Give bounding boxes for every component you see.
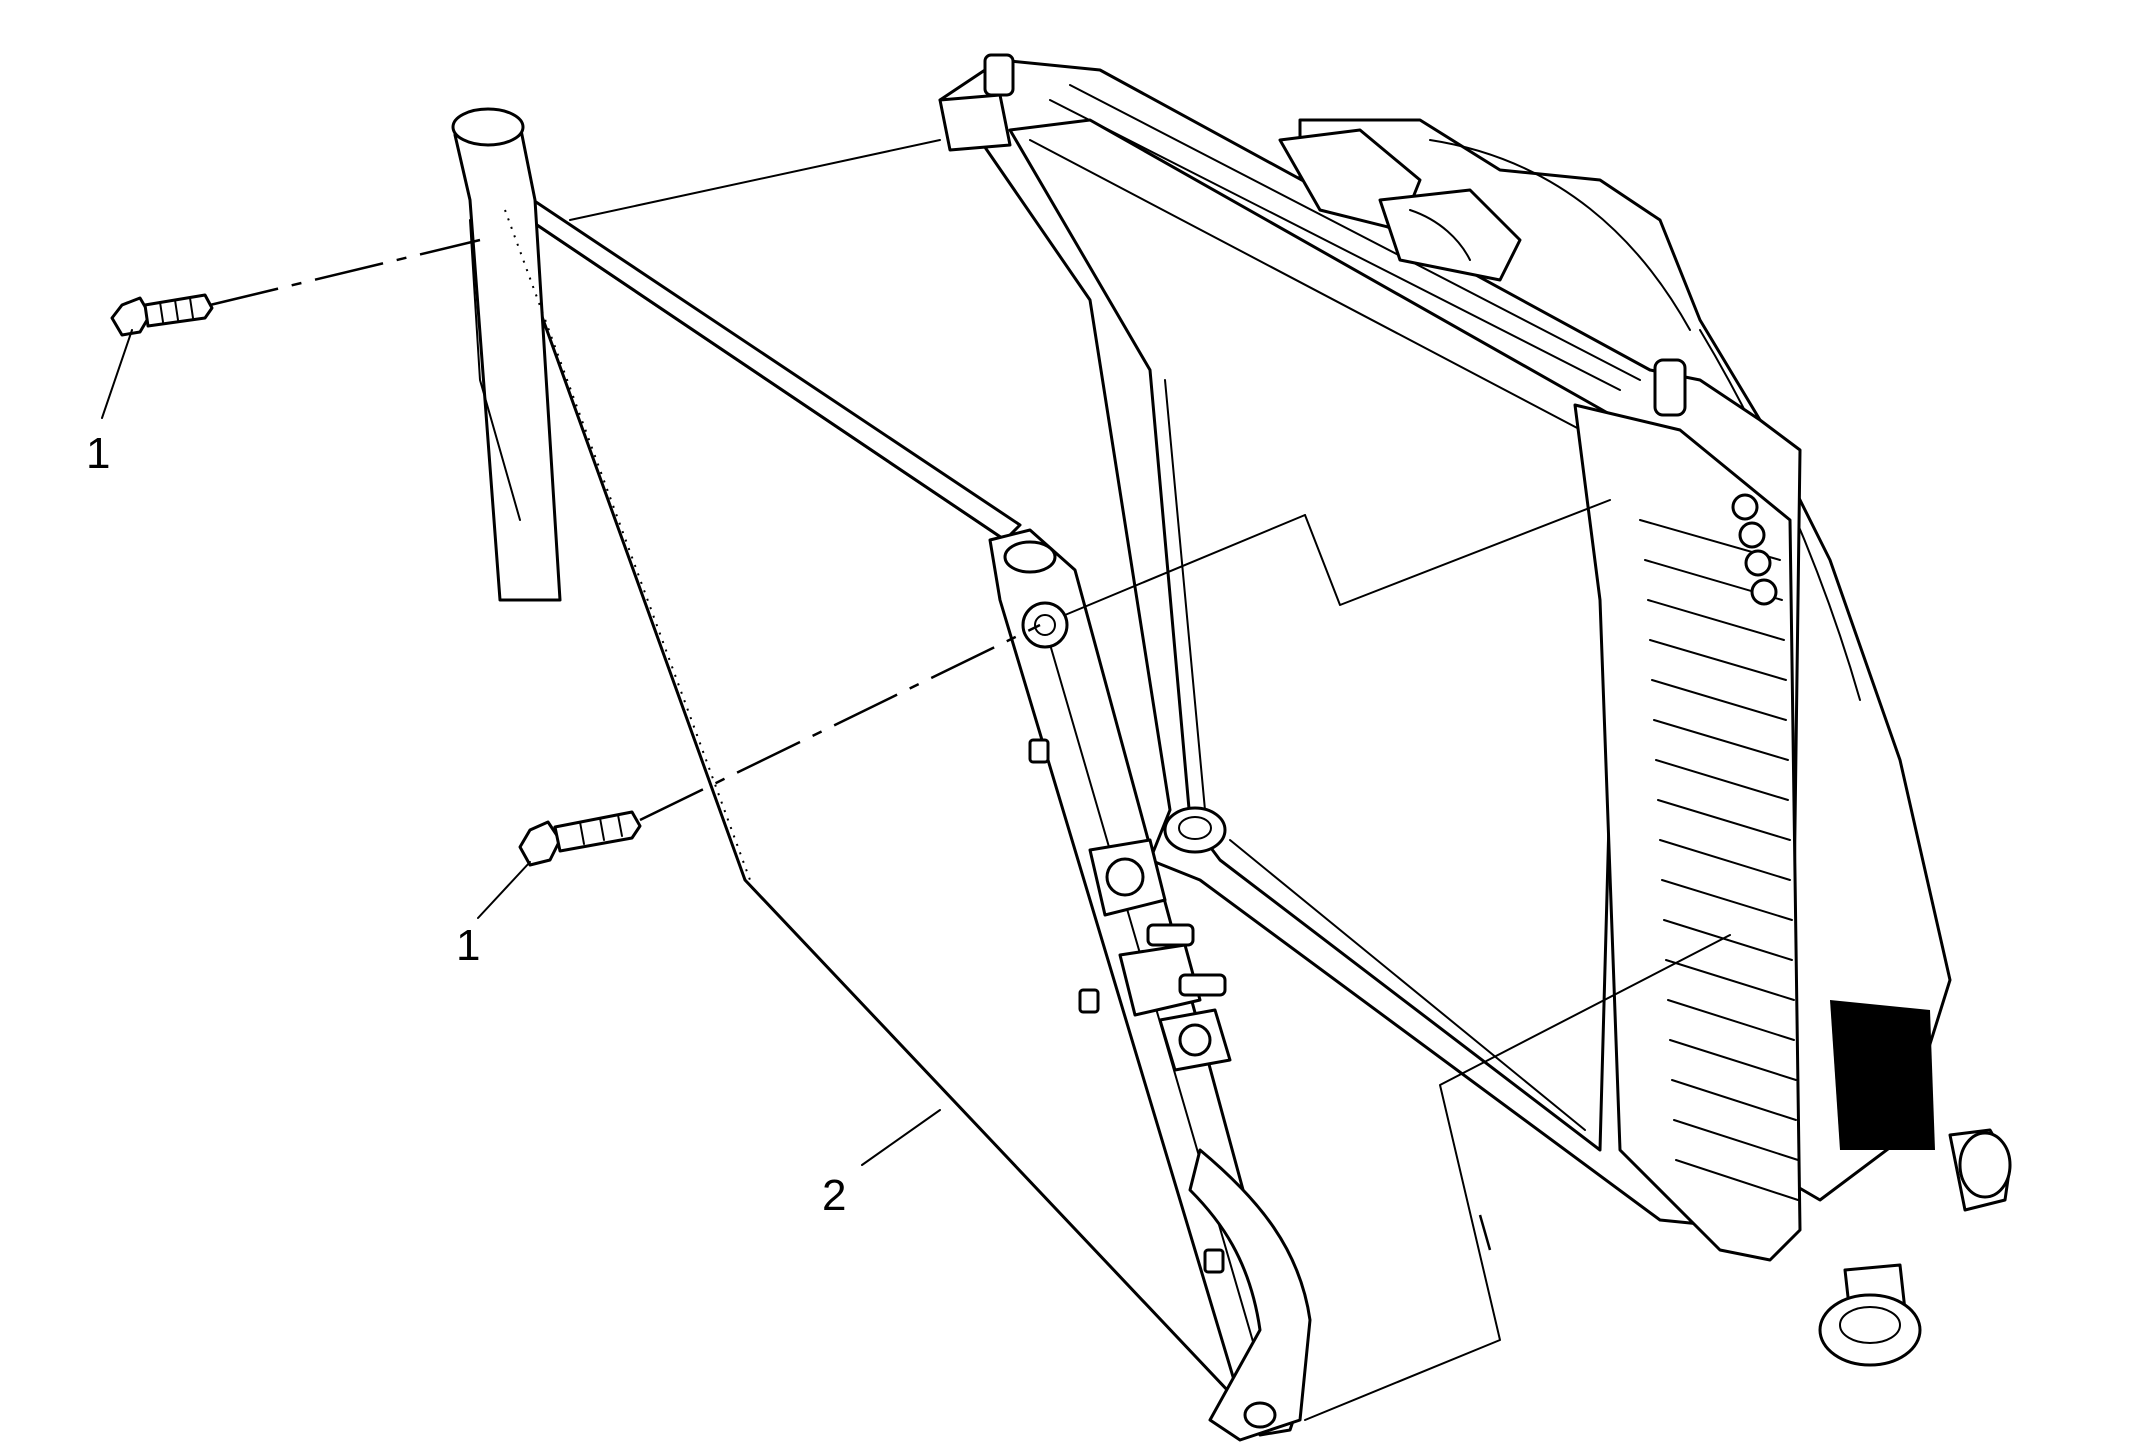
- leader-lines: [101, 329, 941, 1166]
- callout-1-lower-bolt: 1: [456, 921, 480, 970]
- bolt-lower: [518, 810, 642, 867]
- bolt-upper: [110, 293, 214, 337]
- tank-ribs: [1639, 519, 1799, 1201]
- callout-2-condenser: 2: [822, 1171, 846, 1220]
- callout-1-upper-bolt: 1: [86, 429, 110, 478]
- fan-shroud-assembly: [938, 53, 2012, 1367]
- condenser: [451, 107, 1312, 1442]
- alignment-lines: [209, 139, 1731, 1421]
